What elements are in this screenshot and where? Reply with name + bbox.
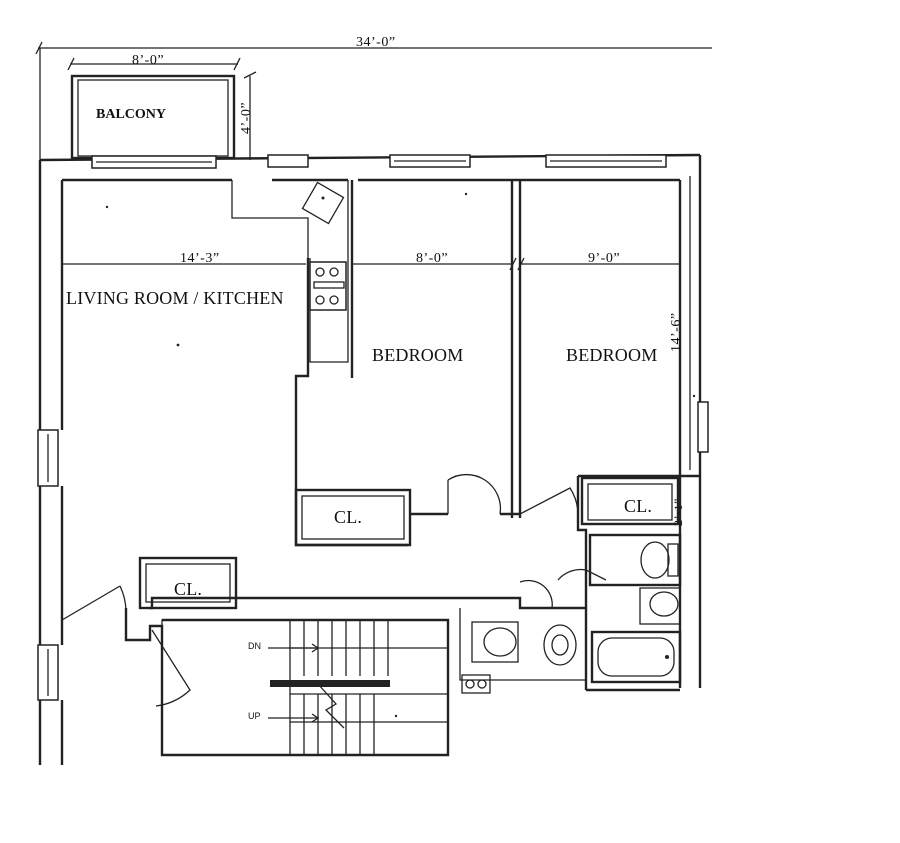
bedroom-2-depth-label: 14’-6” [669, 312, 684, 352]
closet-depth-label: 2’-1” [671, 498, 685, 526]
overall-width-label: 34’-0” [356, 35, 396, 50]
living-kitchen-label: LIVING ROOM / KITCHEN [66, 288, 284, 308]
closet-bedroom-2-label: CL. [624, 496, 653, 516]
balcony-depth-label: 4’-0” [239, 101, 254, 134]
bedroom-1-label: BEDROOM [372, 345, 464, 365]
overall-dimension-line [35, 41, 712, 160]
top-windows [91, 154, 667, 169]
bedroom-2-label: BEDROOM [566, 345, 658, 365]
stair-up-label: UP [248, 711, 261, 721]
hall-bath-fixtures [150, 579, 586, 694]
exterior-walls [38, 153, 702, 765]
interior-walls [294, 180, 700, 692]
living-width-label: 14’-3” [180, 251, 220, 266]
hall-closet [138, 556, 238, 610]
closet-bedroom-1-label: CL. [334, 507, 363, 527]
balcony-label: BALCONY [96, 107, 167, 122]
stair-down-label: DN [248, 641, 261, 651]
left-windows [37, 401, 709, 701]
balcony-width-label: 8’-0” [132, 53, 165, 68]
bathroom-fixtures [557, 533, 682, 684]
bedroom-2-width-label: 9’-0” [588, 251, 621, 266]
scan-speckles [105, 192, 696, 718]
closet-hall-label: CL. [174, 579, 203, 599]
bedroom-1-width-label: 8’-0” [416, 251, 449, 266]
entry-door [61, 585, 191, 707]
stairwell [124, 608, 450, 757]
room-dimension-lines [61, 176, 691, 470]
